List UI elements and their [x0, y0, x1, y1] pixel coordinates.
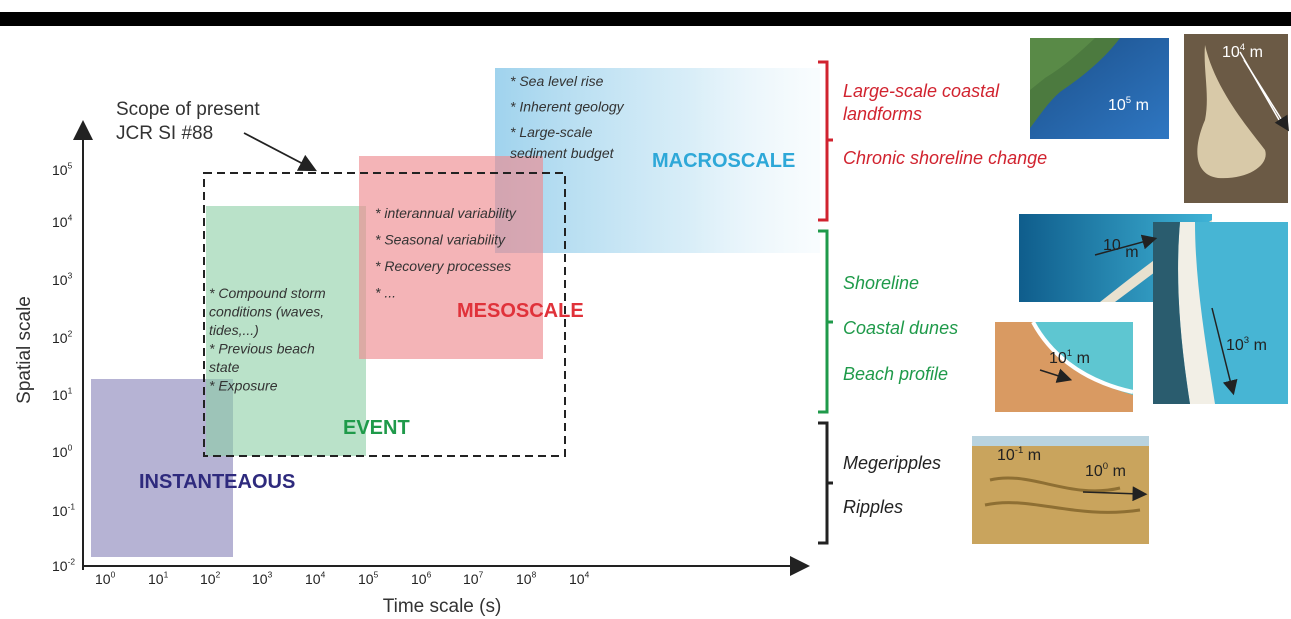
y-tick-label: 104	[52, 213, 73, 230]
y-tick-labels: 10-2 10-1 100 101 102 103 104 105	[52, 161, 75, 574]
scope-arrow	[243, 132, 317, 172]
x-tick-label: 104	[569, 570, 590, 587]
red-bracket	[818, 60, 833, 222]
x-tick-label: 106	[411, 570, 432, 587]
macroscale-label: MACROSCALE	[652, 150, 795, 172]
y-tick-label: 10-2	[52, 557, 75, 574]
long-beach-scale-label: 103 m	[1226, 335, 1267, 354]
black-group-label: Megeripples	[843, 453, 941, 473]
long-beach-scale-arrow	[1211, 307, 1238, 396]
instantaneous-label: INSTANTEAOUS	[139, 471, 295, 493]
ripples-a-scale-label: 10-1 m	[997, 445, 1041, 464]
satellite-photo	[1030, 38, 1169, 139]
macroscale-region	[495, 68, 820, 253]
green-group-label: Beach profile	[843, 364, 948, 384]
scope-dashed-box	[203, 172, 566, 457]
mesoscale-region	[359, 156, 543, 359]
top-black-bar	[0, 12, 1291, 26]
event-note: tides,...)	[209, 322, 259, 338]
y-axis-label: Spatial scale	[14, 296, 35, 404]
photo-scale-labels: 105 m 104 m 10 m 101 m 103 m 10-1 m 100 m	[997, 42, 1267, 480]
satellite-scale-label: 105 m	[1108, 95, 1149, 114]
long-beach-photo	[1153, 222, 1288, 404]
mesoscale-note: * interannual variability	[375, 205, 517, 221]
red-group-label: Chronic shoreline change	[843, 148, 1047, 168]
macroscale-note: * Large-scale	[510, 124, 593, 140]
x-tick-label: 104	[305, 570, 326, 587]
red-group-label: Large-scale coastal	[843, 81, 1000, 101]
event-note: * Previous beach	[209, 341, 315, 357]
ripples-photo	[972, 436, 1149, 544]
event-note: state	[209, 359, 240, 375]
x-tick-label: 105	[358, 570, 379, 587]
y-tick-label: 102	[52, 329, 73, 346]
mesoscale-label: MESOSCALE	[457, 300, 584, 322]
x-tick-label: 108	[516, 570, 537, 587]
scope-label-line2: JCR SI #88	[116, 123, 213, 144]
event-region	[206, 206, 366, 456]
y-tick-label: 10-1	[52, 502, 75, 519]
event-label: EVENT	[343, 417, 410, 439]
macroscale-notes: * Sea level rise * Inherent geology * Larg…	[510, 73, 625, 161]
event-notes: * Compound storm conditions (waves, tides,…	[209, 285, 326, 394]
x-tick-label: 100	[95, 570, 116, 587]
macroscale-note: * Sea level rise	[510, 73, 604, 89]
shore-scale-arrow	[1094, 234, 1158, 256]
spit-photo	[1184, 34, 1288, 203]
macroscale-note: * Inherent geology	[510, 99, 625, 115]
y-tick-label: 100	[52, 443, 73, 460]
mesoscale-notes: * interannual variability * Seasonal vari…	[375, 205, 517, 301]
event-note: * Compound storm	[209, 285, 326, 301]
beach-profile-photo	[995, 321, 1134, 412]
spit-scale-arrow	[1243, 59, 1290, 132]
ripples-b-scale-label: 100 m	[1085, 461, 1126, 480]
green-group-label: Coastal dunes	[843, 318, 958, 338]
ripple-scale-arrow	[1082, 486, 1148, 502]
red-group-label: landforms	[843, 104, 922, 124]
x-tick-label: 107	[463, 570, 484, 587]
spit-scale-label: 104 m	[1222, 42, 1263, 61]
beach-scale-arrow	[1039, 368, 1073, 383]
black-group-label: Ripples	[843, 497, 903, 517]
macroscale-note: sediment budget	[510, 145, 615, 161]
x-tick-labels: 100 101 102 103 104 105 106 107 108 104	[95, 570, 590, 587]
x-tick-label: 101	[148, 570, 169, 587]
mesoscale-note: * ...	[375, 285, 396, 301]
x-tick-label: 102	[200, 570, 221, 587]
y-tick-label: 105	[52, 161, 73, 178]
y-tick-label: 101	[52, 386, 73, 403]
mesoscale-note: * Recovery processes	[375, 258, 511, 274]
scope-label-line1: Scope of present	[116, 99, 260, 120]
aerial-shore-scale-label: 10 m	[1103, 237, 1139, 261]
black-bracket	[818, 421, 833, 545]
green-bracket	[818, 229, 833, 414]
mesoscale-note: * Seasonal variability	[375, 232, 506, 248]
y-tick-label: 103	[52, 271, 73, 288]
event-note: conditions (waves,	[209, 304, 324, 320]
x-axis-label: Time scale (s)	[383, 596, 502, 617]
green-group-label: Shoreline	[843, 273, 919, 293]
beach-profile-scale-label: 101 m	[1049, 348, 1090, 367]
x-tick-label: 103	[252, 570, 273, 587]
event-note: * Exposure	[209, 378, 278, 394]
